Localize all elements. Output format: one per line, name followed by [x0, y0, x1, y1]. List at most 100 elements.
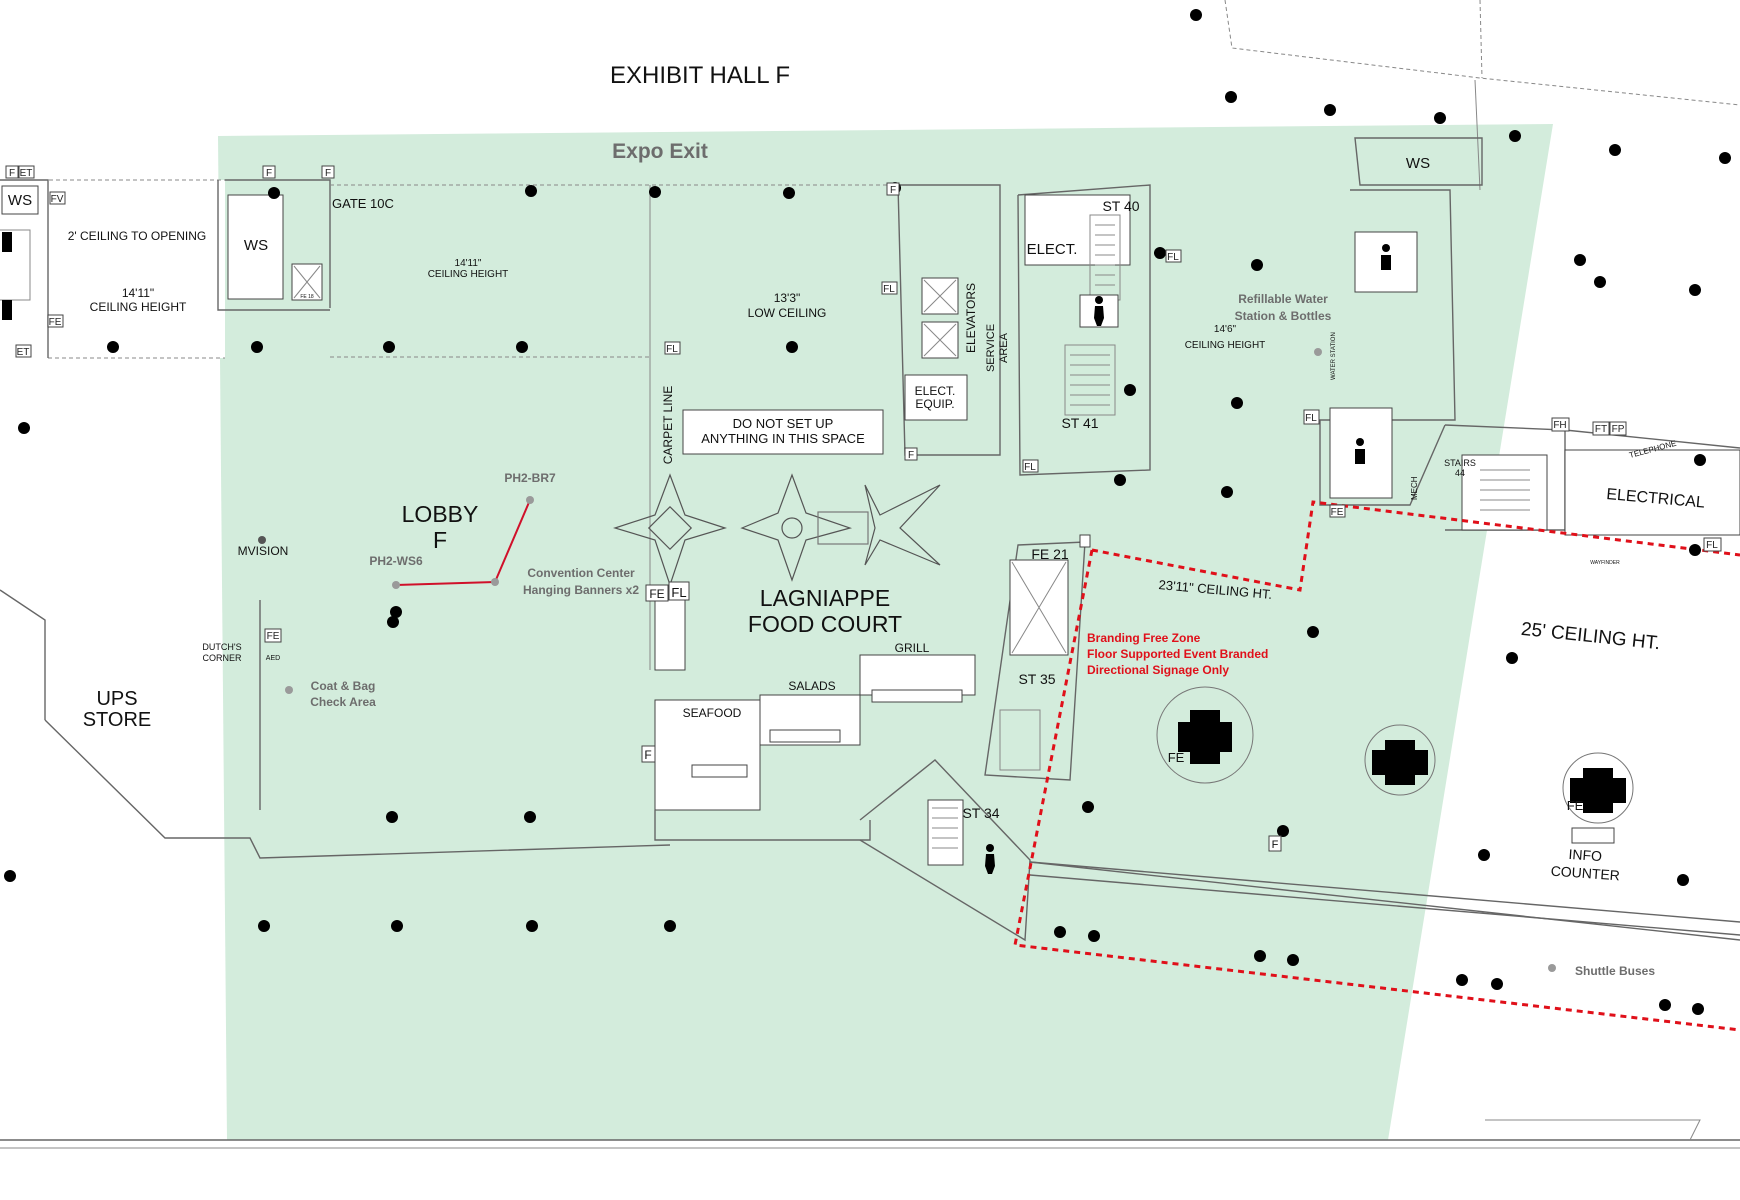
restroom-icon-upper [1381, 244, 1391, 270]
tag-f-service: F [908, 450, 914, 461]
elevator-block [897, 184, 1001, 456]
ws-box-left [1, 185, 39, 215]
tag-fe-dutch: FE [267, 631, 280, 642]
stair-core-lower [984, 541, 1086, 781]
person-icon-st40 [1094, 296, 1104, 326]
seafood-label: SEAFOOD [683, 706, 742, 720]
no-setup-1: DO NOT SET UP [733, 416, 834, 431]
ceiling-right-1: 14'6" [1214, 324, 1237, 335]
dutch-label-2: CORNER [202, 653, 242, 663]
ups-label-1: UPS [96, 688, 137, 710]
tag-fl-elev: FL [883, 284, 895, 295]
banners-label-1: Convention Center [527, 566, 635, 580]
service-label-2: AREA [998, 332, 1010, 363]
ph2-br7-label: PH2-BR7 [504, 471, 556, 485]
structural-columns [4, 9, 1731, 1015]
expo-exit-label: Expo Exit [612, 140, 708, 163]
tag-f: F [9, 168, 15, 179]
tag-fe-left: FE [49, 317, 62, 328]
branding-label-3: Directional Signage Only [1087, 663, 1229, 677]
ceiling-mid-2: CEILING HEIGHT [428, 269, 509, 280]
tag-fe-fountain-1: FE [1168, 750, 1185, 765]
tag-et: ET [20, 168, 33, 179]
elect-equip-2: EQUIP. [915, 397, 954, 411]
elect-equip-1: ELECT. [915, 384, 956, 398]
lobby-label-1: LOBBY [402, 501, 479, 527]
tag-f-seafood: F [644, 748, 651, 762]
low-ceiling-1: 13'3" [774, 291, 801, 305]
tag-fe-fountain-3: FE [1567, 798, 1584, 813]
elevators-label: ELEVATORS [964, 283, 978, 353]
tag-fl-st41: FL [1024, 462, 1036, 473]
tag-f-elev: F [890, 185, 896, 196]
stairs44-2: 44 [1455, 468, 1465, 478]
tag-f-gate: F [266, 168, 272, 179]
mech-label: MECH [1410, 476, 1419, 500]
tag-fl-st40: FL [1167, 252, 1179, 263]
tag-fe-foodcourt: FE [649, 587, 664, 601]
planter-icons [1156, 686, 1634, 844]
st41-label: ST 41 [1061, 415, 1098, 431]
ceiling-right-2: CEILING HEIGHT [1185, 340, 1266, 351]
fire-equipment-tags: F ET FV FE ET F F FL F FL F FL FL FL FE … [5, 165, 1722, 852]
ws-left-label: WS [8, 192, 32, 209]
tag-ft: FT [1595, 424, 1607, 435]
exhibit-hall-outline [1224, 0, 1740, 191]
refill-label-2: Station & Bottles [1235, 309, 1332, 323]
st34-label: ST 34 [962, 805, 999, 821]
refill-label-1: Refillable Water [1238, 292, 1328, 306]
branding-label-2: Floor Supported Event Branded [1087, 647, 1268, 661]
food-court-kitchens [654, 594, 1031, 942]
ws-right-label: WS [1406, 155, 1430, 172]
grill-label: GRILL [895, 641, 930, 655]
electrical-block [1461, 429, 1740, 536]
food-court-label-1: LAGNIAPPE [760, 585, 890, 611]
water-station-label: WATER STATION [1331, 332, 1337, 380]
salads-label: SALADS [788, 679, 835, 693]
gate-block [217, 179, 900, 670]
wayfinder-label: WAYFINDER [1590, 560, 1620, 566]
ws-gate-label: WS [244, 237, 268, 254]
dutch-label-1: DUTCH'S [202, 642, 241, 652]
st40-label: ST 40 [1102, 198, 1139, 214]
exhibit-hall-label: EXHIBIT HALL F [610, 62, 790, 89]
tag-fl-restroom: FL [1305, 413, 1317, 424]
elect-label: ELECT. [1027, 241, 1078, 258]
no-setup-2: ANYTHING IN THIS SPACE [701, 431, 865, 446]
tag-f-gate-2: F [325, 168, 331, 179]
left-corridor [0, 179, 225, 359]
coat-check-2: Check Area [310, 695, 376, 709]
ph2-ws6-label: PH2-WS6 [369, 554, 423, 568]
event-zone-area [218, 124, 1553, 1140]
carpet-line-label: CARPET LINE [661, 386, 675, 464]
branding-label-1: Branding Free Zone [1087, 631, 1201, 645]
info-counter-1: INFO [1568, 846, 1603, 864]
hanging-banner-lines [395, 499, 531, 586]
tag-fh: FH [1553, 420, 1566, 431]
ceiling-left-1: 14'11" [122, 286, 154, 300]
aed-label: AED [266, 655, 280, 662]
fe21-label: FE 21 [1031, 546, 1069, 562]
low-ceiling-2: LOW CEILING [748, 306, 827, 320]
person-icon-st34 [985, 844, 995, 874]
branding-free-zone-boundary [1013, 500, 1740, 1032]
banner-points [258, 348, 1556, 972]
tag-fe-restroom: FE [1331, 507, 1344, 518]
mvision-label: MVISION [238, 544, 289, 558]
ceiling-mid-1: 14'11" [455, 258, 482, 269]
tag-et-lower: ET [17, 347, 30, 358]
gate-label: GATE 10C [332, 196, 394, 211]
shuttle-buses-label: Shuttle Buses [1575, 964, 1655, 978]
st35-label: ST 35 [1018, 671, 1055, 687]
ceiling-25-label: 25' CEILING HT. [1520, 619, 1661, 655]
ceiling-left-2: CEILING HEIGHT [90, 300, 187, 314]
tag-fl-foodcourt: FL [671, 585, 686, 600]
tag-fp: FP [1612, 424, 1625, 435]
restroom-icon-lower [1355, 438, 1365, 464]
tag-fl-electrical: FL [1706, 540, 1718, 551]
tag-fv: FV [51, 194, 64, 205]
food-court-label-2: FOOD COURT [748, 611, 902, 637]
banners-label-2: Hanging Banners x2 [523, 583, 639, 597]
stairs44-1: STAIRS [1444, 458, 1476, 468]
